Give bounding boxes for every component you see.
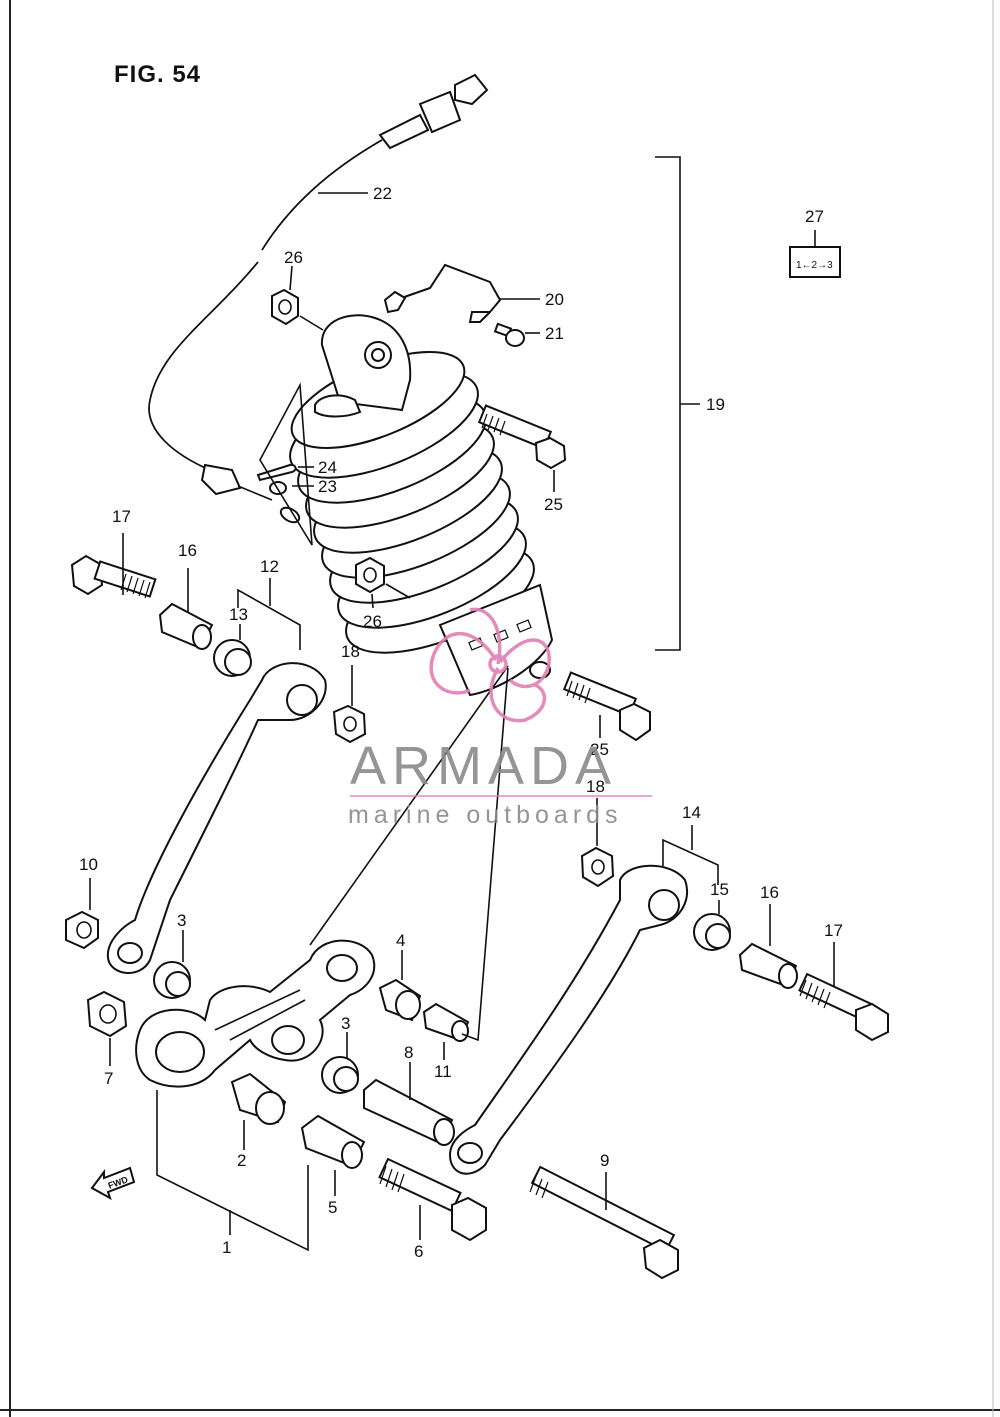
bracket-12: [237, 588, 301, 650]
watermark: ARMADA marine outboards: [348, 607, 652, 829]
nut-10: [65, 910, 99, 950]
screw-21: [493, 322, 525, 347]
bolt-17-left: [70, 554, 157, 599]
callout-25-upper: 25: [544, 495, 563, 514]
propeller-logo: [429, 607, 551, 723]
callout-20: 20: [545, 290, 564, 309]
callout-16-right: 16: [760, 883, 779, 902]
callout-27: 27: [805, 207, 824, 226]
spacer-11: [422, 1002, 470, 1042]
callout-17-right: 17: [824, 921, 843, 940]
callout-26-lower: 26: [363, 612, 382, 631]
guide-line-b: [461, 667, 509, 1042]
callout-13: 13: [229, 605, 248, 624]
callout-18-lower: 18: [586, 777, 605, 796]
bearing-13: [213, 639, 252, 677]
callout-17-left: 17: [112, 507, 131, 526]
label-27-text: 1←2→3: [796, 260, 833, 271]
bolt-25-lower: [562, 671, 651, 742]
callout-9: 9: [600, 1151, 609, 1170]
cotter-pin-24: [256, 463, 297, 482]
callout-2: 2: [237, 1151, 246, 1170]
callout-21: 21: [545, 324, 564, 343]
callout-11: 11: [434, 1062, 452, 1081]
nut-26-upper: [271, 288, 299, 326]
bearing-15: [693, 913, 731, 951]
adjuster-tab: [314, 394, 362, 418]
spacer-8: [363, 1078, 455, 1146]
callout-8: 8: [404, 1043, 413, 1062]
fwd-arrow: FWD: [90, 1166, 136, 1201]
callout-15: 15: [710, 880, 729, 899]
spacer-2: [230, 1072, 287, 1125]
nut-7: [86, 990, 128, 1038]
bearing-3-left: [153, 961, 191, 999]
callout-4: 4: [396, 931, 405, 950]
spacer-16-left: [158, 602, 214, 650]
callout-25-lower: 25: [590, 740, 609, 759]
callout-18-upper: 18: [341, 642, 360, 661]
bearing-4: [378, 978, 422, 1022]
bolt-17-right: [798, 972, 889, 1042]
callout-19: 19: [706, 395, 725, 414]
callout-5: 5: [328, 1198, 337, 1217]
bolt-25-upper: [477, 404, 567, 470]
spacer-16-right: [738, 942, 798, 989]
callout-3-center: 3: [341, 1014, 350, 1033]
adjuster-cable-22: [148, 73, 489, 524]
cushion-rod-right: [448, 864, 688, 1175]
callout-1: 1: [222, 1238, 231, 1257]
shock-top-mount: [320, 314, 412, 412]
callout-3-left: 3: [177, 911, 186, 930]
bracket-14: [662, 838, 719, 885]
callout-16-left: 16: [178, 541, 197, 560]
shock-absorber: [289, 314, 554, 697]
watermark-tagline: marine outboards: [348, 801, 623, 829]
nut-18-lower: [580, 846, 615, 888]
nut-26-lower: [355, 556, 385, 594]
callout-6: 6: [414, 1242, 423, 1261]
watermark-brand: ARMADA: [350, 736, 617, 796]
bracket-1: [156, 1090, 309, 1252]
spacer-5: [300, 1114, 366, 1169]
cushion-rod-left: [106, 662, 327, 974]
callout-22: 22: [373, 184, 392, 203]
assembly-guide-lines: [259, 382, 313, 546]
bearing-3-center: [321, 1056, 359, 1094]
callout-26-upper: 26: [284, 248, 303, 267]
callout-24: 24: [318, 458, 337, 477]
callout-23: 23: [318, 477, 337, 496]
bolt-6: [378, 1157, 487, 1242]
callout-7: 7: [104, 1069, 113, 1088]
bracket-20: [389, 263, 502, 323]
guide-line-a: [309, 665, 509, 946]
bracket-19: [655, 156, 681, 651]
callout-14: 14: [682, 803, 701, 822]
callout-10: 10: [79, 855, 98, 874]
figure-title: FIG. 54: [114, 61, 201, 88]
callout-12: 12: [260, 557, 279, 576]
nut-18-upper: [332, 704, 367, 744]
bolt-9: [529, 1165, 679, 1280]
cushion-lever-1: [135, 939, 376, 1088]
